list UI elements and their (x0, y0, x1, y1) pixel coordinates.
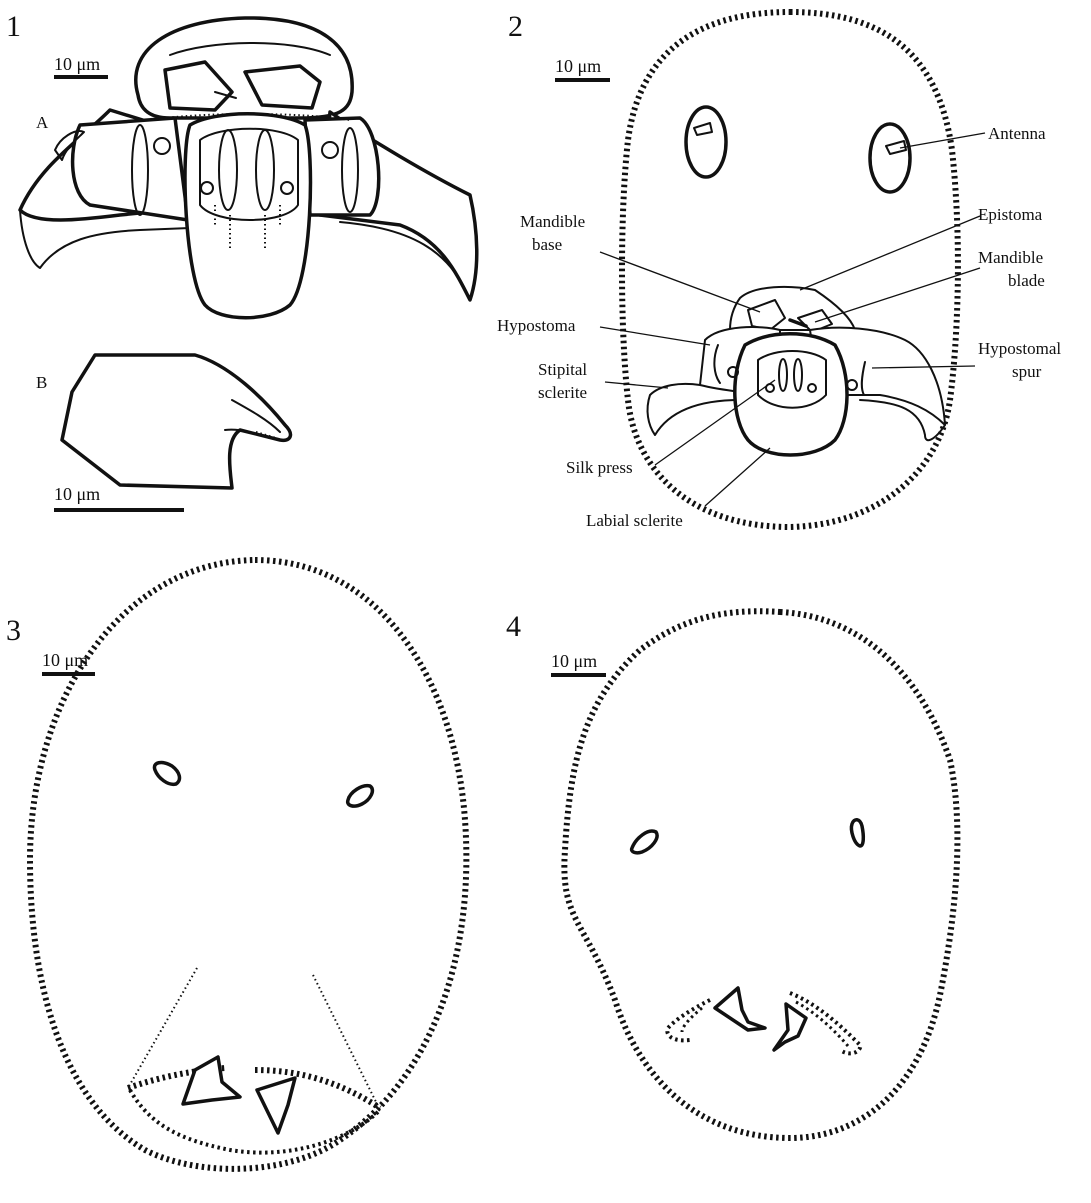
label-antenna: Antenna (988, 124, 1046, 143)
label-mandible-blade-line1: Mandible (978, 248, 1043, 267)
label-silk-press: Silk press (566, 458, 633, 477)
head-capsule-outline-4 (564, 611, 957, 1138)
head-capsule-outline-3 (30, 560, 466, 1169)
label-stipital-line2: sclerite (538, 383, 587, 402)
eye-right-4 (851, 820, 863, 846)
label-stipital-line1: Stipital (538, 360, 587, 379)
panel-3: 3 10 μm (6, 560, 466, 1169)
label-mandible-base-line2: base (532, 235, 562, 254)
label-hypostomal-spur-line2: spur (1012, 362, 1042, 381)
label-mandible-base-line1: Mandible (520, 212, 585, 231)
panel-2-number: 2 (508, 10, 523, 43)
label-labial-sclerite: Labial sclerite (586, 511, 683, 530)
mouthparts-4 (667, 988, 860, 1053)
panel-1-label-a: A (36, 113, 49, 132)
mandible-right-3 (257, 1078, 295, 1133)
mouthparts-3 (128, 968, 380, 1153)
labial-sclerite-1a (185, 114, 310, 318)
mandible-left-3 (183, 1057, 240, 1104)
eye-right-3 (348, 786, 373, 806)
label-epistoma: Epistoma (978, 205, 1043, 224)
panel-4-number: 4 (506, 610, 521, 643)
panel-1b-drawing (62, 355, 290, 488)
panel-4: 4 10 μm (506, 610, 957, 1138)
panel-1-label-b: B (36, 373, 47, 392)
mandible-left-4 (715, 988, 765, 1030)
panel-4-scale-label: 10 μm (551, 651, 597, 671)
panel-2-scale-label: 10 μm (555, 56, 601, 76)
mandible-right-4 (774, 1004, 806, 1050)
label-hypostomal-spur-line1: Hypostomal (978, 339, 1061, 358)
panel-1: 1 10 μm A (6, 10, 477, 510)
mouthparts-2 (648, 287, 945, 455)
eye-left-4 (632, 831, 657, 853)
panel-2: 2 10 μm (497, 10, 1061, 530)
label-hypostoma: Hypostoma (497, 316, 576, 335)
label-mandible-blade-line2: blade (1008, 271, 1045, 290)
panel-1b-scale-label: 10 μm (54, 484, 100, 504)
panel-1-scale-label: 10 μm (54, 54, 100, 74)
eye-left-2 (686, 107, 726, 177)
eye-right-2 (870, 124, 910, 192)
panel-3-number: 3 (6, 614, 21, 647)
panel-1-number: 1 (6, 10, 21, 43)
eye-left-3 (154, 763, 179, 785)
